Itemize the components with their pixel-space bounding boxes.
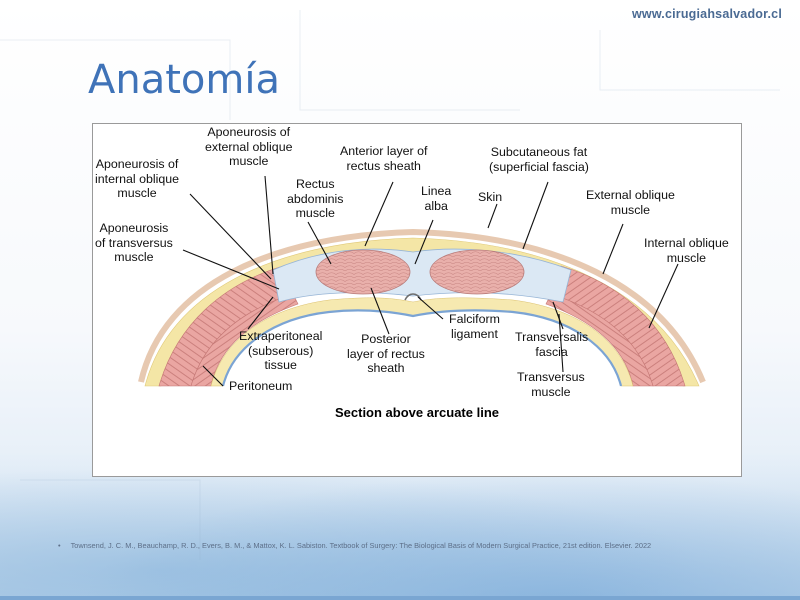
- label-posterior-rectus-sheath: Posterior layer of rectus sheath: [347, 332, 425, 375]
- peritoneum-line: [221, 309, 623, 387]
- reference-text: Townsend, J. C. M., Beauchamp, R. D., Ev…: [70, 541, 652, 550]
- label-aponeurosis-transversus: Aponeurosis of transversus muscle: [95, 221, 173, 264]
- label-transversalis-fascia: Transversalis fascia: [515, 330, 589, 359]
- label-internal-oblique: Internal oblique muscle: [644, 236, 729, 265]
- slide-title: Anatomía: [88, 57, 280, 103]
- bottom-bar: [0, 596, 800, 600]
- label-aponeurosis-internal-oblique: Aponeurosis of internal oblique muscle: [95, 157, 180, 200]
- website-url: www.cirugiahsalvador.cl: [631, 7, 782, 21]
- label-anterior-rectus-sheath: Anterior layer of rectus sheath: [340, 144, 428, 173]
- label-external-oblique: External oblique muscle: [586, 188, 675, 217]
- bullet-icon: •: [58, 541, 61, 550]
- abdominal-wall-illustration: [138, 175, 706, 387]
- label-skin: Skin: [478, 190, 503, 204]
- label-linea-alba: Linea alba: [421, 184, 452, 213]
- label-rectus-abdominis: Rectus abdominis muscle: [287, 177, 344, 220]
- label-transversus-muscle: Transversus muscle: [517, 370, 585, 399]
- label-falciform-ligament: Falciform ligament: [449, 312, 500, 341]
- reference-citation: • Townsend, J. C. M., Beauchamp, R. D., E…: [58, 541, 651, 550]
- label-peritoneum: Peritoneum: [229, 379, 293, 393]
- label-aponeurosis-external-oblique: Aponeurosis of external oblique muscle: [205, 125, 293, 168]
- diagram-caption: Section above arcuate line: [334, 405, 499, 420]
- label-extraperitoneal: Extraperitoneal (subserous) tissue: [239, 329, 323, 372]
- leader-lines: [182, 175, 679, 387]
- label-subcutaneous-fat: Subcutaneous fat (superficial fascia): [489, 145, 589, 174]
- skin-layer: [138, 228, 706, 384]
- rectus-right: [429, 249, 525, 295]
- anatomy-diagram: Aponeurosis of external oblique muscle A…: [92, 123, 742, 477]
- rectus-left: [315, 249, 411, 295]
